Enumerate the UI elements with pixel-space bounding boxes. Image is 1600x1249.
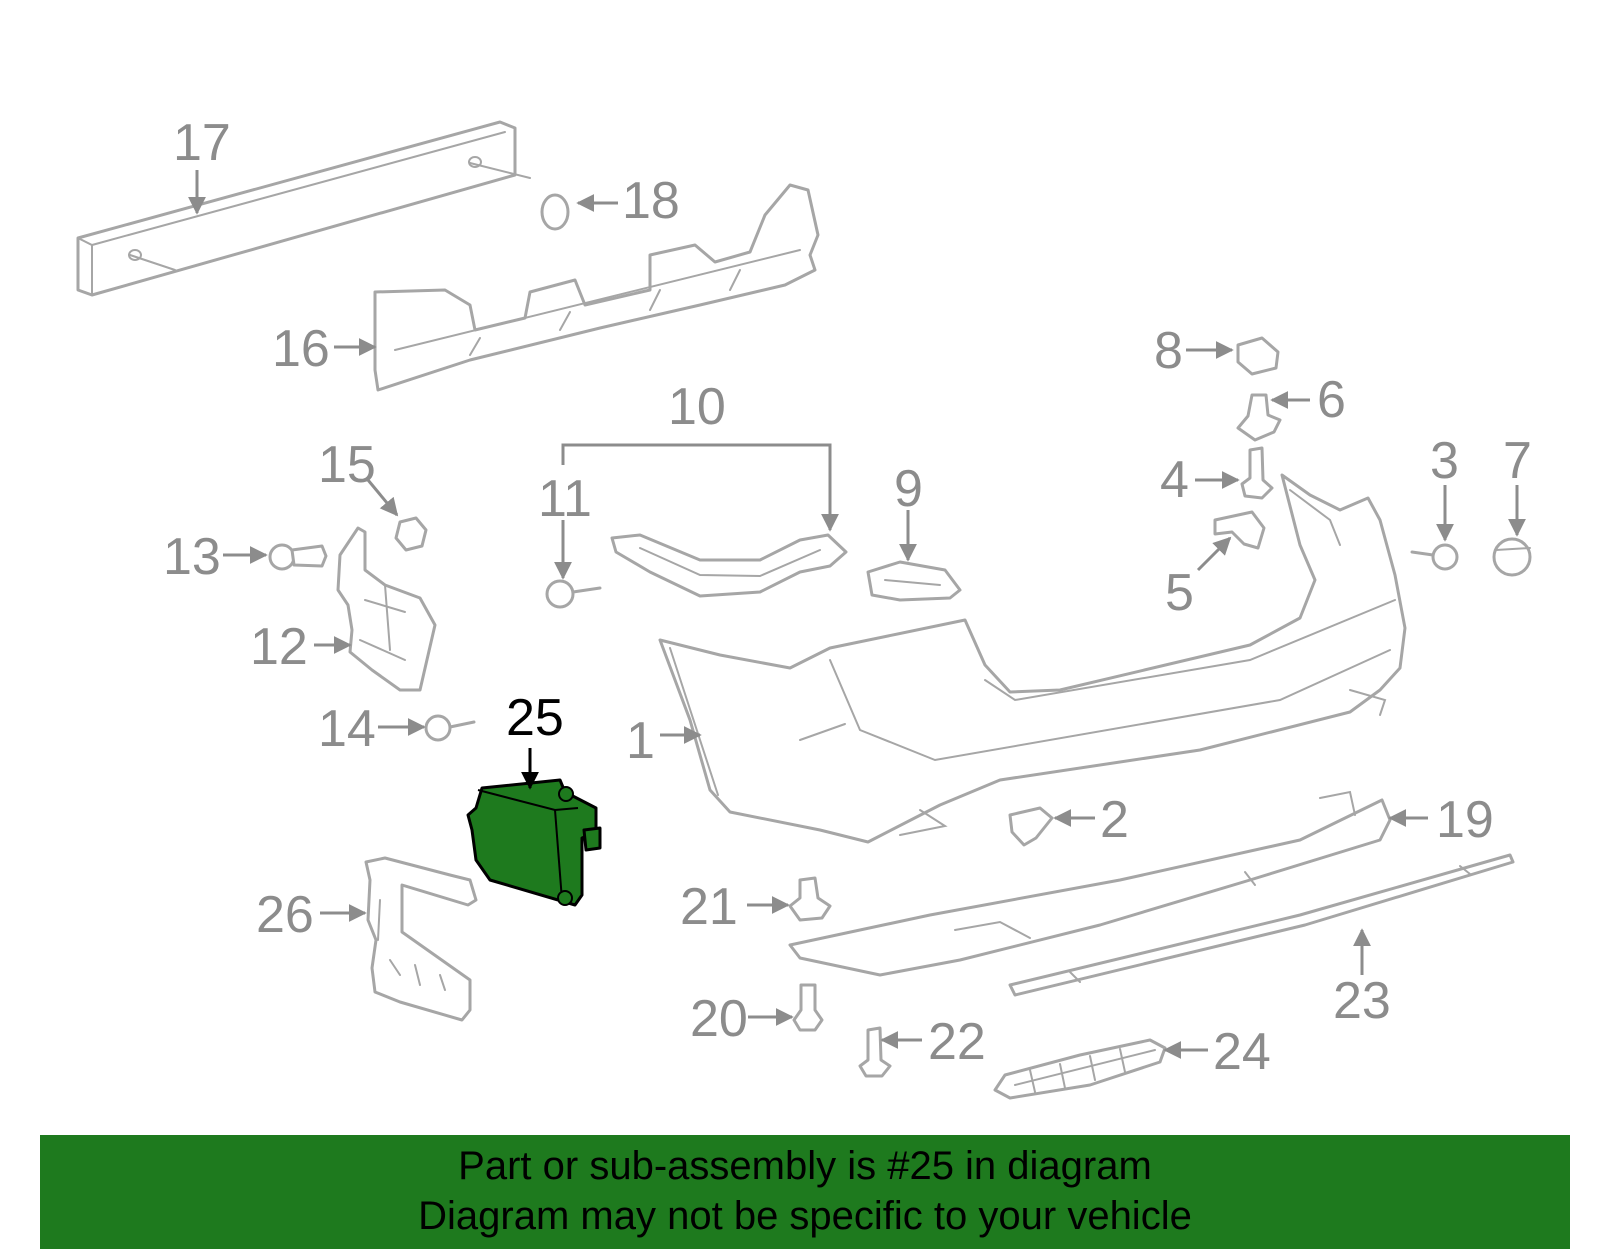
part-24-grille — [993, 1038, 1167, 1100]
callout-16: 16 — [272, 320, 330, 378]
part-6-clip — [1236, 393, 1282, 442]
callout-8: 8 — [1154, 322, 1183, 380]
banner-line-2: Diagram may not be specific to your vehi… — [418, 1194, 1192, 1238]
callout-15: 15 — [318, 436, 376, 494]
callout-25: 25 — [506, 689, 564, 747]
part-26-bracket — [364, 856, 478, 1022]
callout-10: 10 — [668, 378, 726, 436]
callout-6: 6 — [1317, 371, 1346, 429]
part-13-screw — [268, 543, 328, 571]
callout-14: 14 — [318, 700, 376, 758]
part-7-cap — [1492, 537, 1532, 577]
callout-3: 3 — [1430, 432, 1459, 490]
callout-21: 21 — [680, 878, 738, 936]
callout-17: 17 — [173, 114, 231, 172]
part-3-screw — [1410, 543, 1459, 571]
part-16-absorber — [373, 183, 820, 392]
callout-7: 7 — [1503, 432, 1532, 490]
part-9-retainer — [866, 560, 962, 602]
part-2-clip — [1008, 806, 1054, 847]
part-5-bracket — [1213, 510, 1266, 550]
part-4-screw — [1240, 446, 1274, 500]
callout-11: 11 — [538, 470, 592, 528]
part-20-bolt — [792, 983, 824, 1032]
callout-1: 1 — [626, 712, 655, 770]
callout-18: 18 — [622, 172, 680, 230]
info-banner: Part or sub-assembly is #25 in diagram D… — [40, 1135, 1570, 1249]
callout-19: 19 — [1436, 791, 1494, 849]
part-14-screw — [424, 714, 476, 742]
callout-24: 24 — [1213, 1023, 1271, 1081]
callout-5: 5 — [1165, 564, 1194, 622]
part-12-bracket — [336, 526, 437, 692]
callout-labels: 17 18 16 10 11 9 8 6 4 5 3 7 15 13 12 14… — [163, 114, 1532, 1081]
part-11-screw — [545, 579, 602, 609]
part-19-lower-cover — [788, 790, 1392, 977]
leader-lines — [188, 170, 1526, 1059]
part-8-clip — [1236, 336, 1280, 376]
part-15-nut — [394, 516, 428, 552]
part-10-bracket-assy — [610, 533, 848, 598]
part-22-screw — [858, 1026, 892, 1078]
callout-20: 20 — [690, 990, 748, 1048]
part-1-bumper-cover — [658, 473, 1407, 844]
part-18-plug — [540, 193, 570, 231]
callout-22: 22 — [928, 1013, 986, 1071]
callout-26: 26 — [256, 886, 314, 944]
part-21-clip — [788, 876, 832, 922]
part-23-trim-strip — [1008, 853, 1515, 997]
part-17-reinforcement — [76, 120, 531, 297]
callout-13: 13 — [163, 528, 221, 586]
callout-12: 12 — [250, 618, 308, 676]
callout-2: 2 — [1100, 791, 1129, 849]
banner-line-1: Part or sub-assembly is #25 in diagram — [458, 1144, 1152, 1188]
callout-9: 9 — [894, 460, 923, 518]
callout-23: 23 — [1333, 972, 1391, 1030]
callout-4: 4 — [1160, 451, 1189, 509]
part-25-module — [466, 778, 602, 907]
